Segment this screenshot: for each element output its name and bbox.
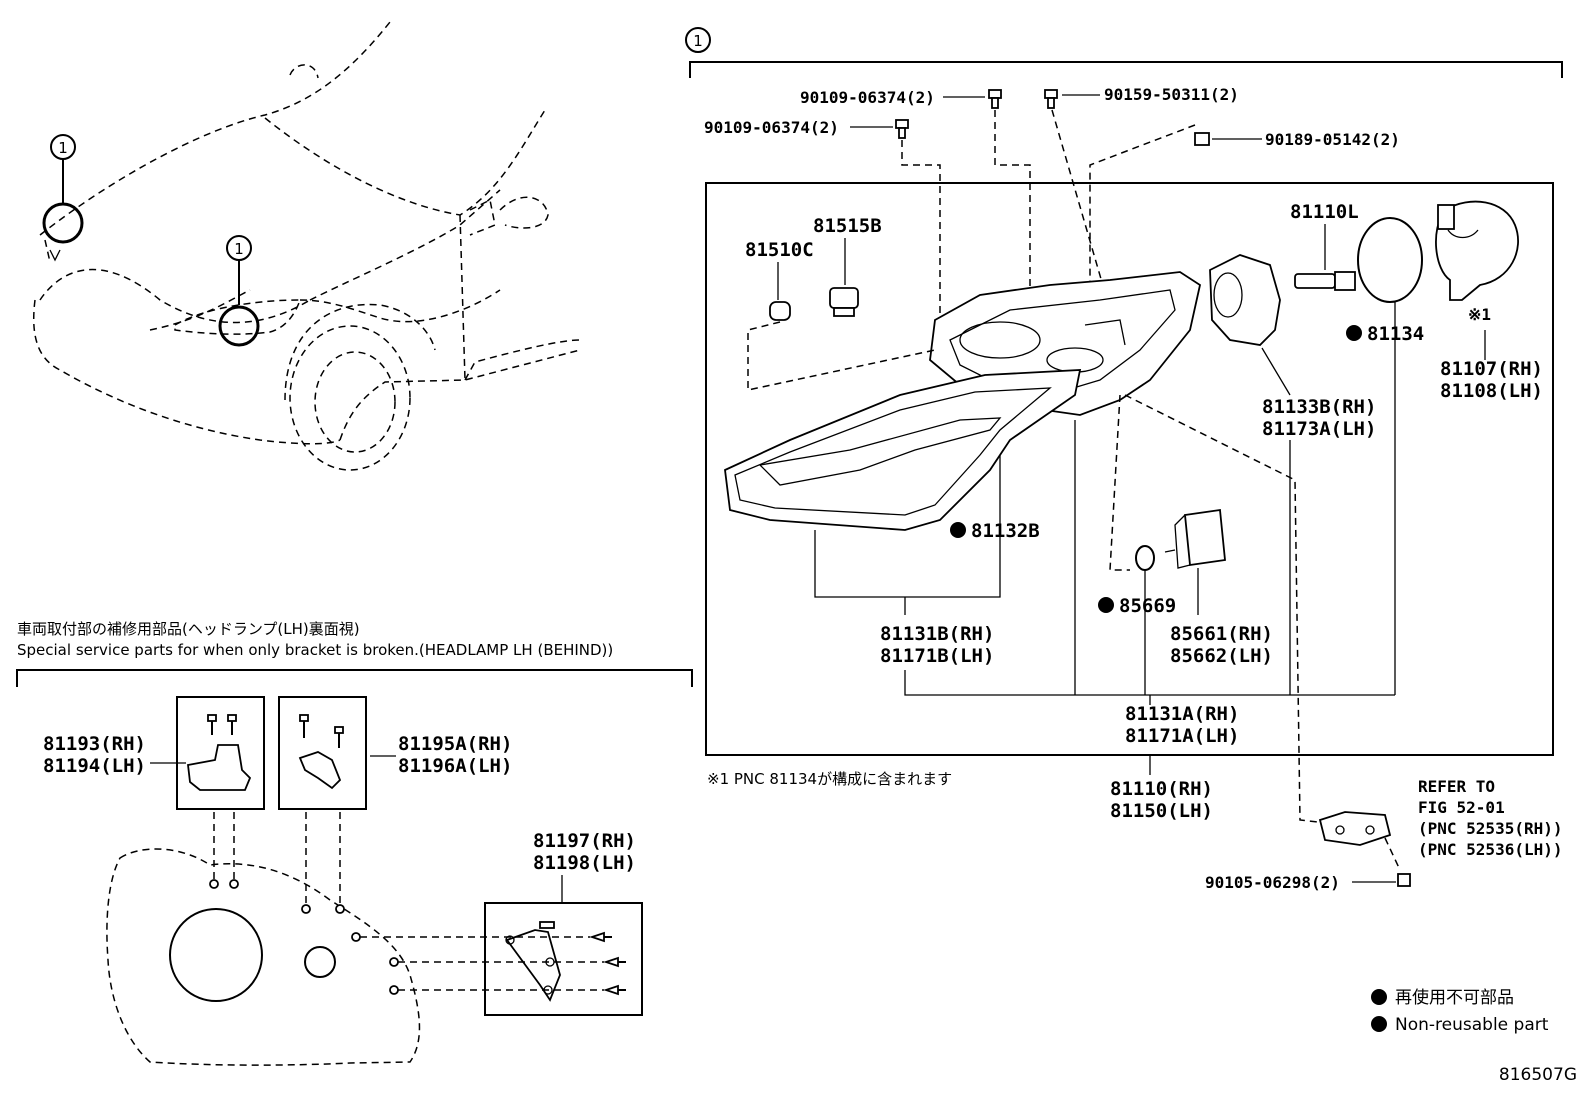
service-parts-section: 車両取付部の補修用部品(ヘッドランプ(LH)裏面視) Special servi…: [16, 620, 693, 1066]
bracket-kit-81197: 81197(RH) 81198(LH): [360, 830, 643, 1016]
refer-line-2: FIG 52-01: [1418, 798, 1505, 817]
part-85661-label: 85661(RH): [1170, 623, 1273, 645]
part-81196A-label: 81196A(LH): [398, 755, 512, 777]
part-81110-label: 81110(RH): [1110, 778, 1213, 800]
legend: 再使用不可部品 Non-reusable part 816507G: [1371, 987, 1577, 1085]
part-81515B-label: 81515B: [813, 215, 882, 237]
refer-line-1: REFER TO: [1418, 777, 1495, 796]
part-85662-label: 85662(LH): [1170, 645, 1273, 667]
part-81197-label: 81197(RH): [533, 830, 636, 852]
part-81150-label: 81150(LH): [1110, 800, 1213, 822]
part-81132B-label: 81132B: [971, 520, 1040, 542]
part-81198-label: 81198(LH): [533, 852, 636, 874]
fastener-b-label: 90109-06374(2): [704, 118, 839, 137]
fastener-screw-a: 90109-06374(2): [800, 88, 1031, 290]
car-callout-2: 1: [234, 240, 244, 258]
car-callouts: 1 1: [42, 134, 260, 347]
bracket-kit-81193: 81193(RH) 81194(LH): [43, 696, 265, 880]
part-81133B-label: 81133B(RH): [1262, 396, 1376, 418]
headlamp-marker-rh: [42, 202, 84, 244]
projector-81133B: 81133B(RH) 81173A(LH): [1209, 254, 1376, 695]
refer-bolt-label: 90105-06298(2): [1205, 873, 1340, 892]
headlamp-back-outline: [106, 848, 421, 1066]
part-81173A-label: 81173A(LH): [1262, 418, 1376, 440]
discharge-bulb-81110L: 81110L: [1290, 201, 1359, 291]
car-callout-1: 1: [58, 139, 68, 157]
part-81107-label: 81107(RH): [1440, 358, 1543, 380]
bracket-kit-81195A: 81195A(RH) 81196A(LH): [278, 696, 512, 905]
part-81171A-label: 81171A(LH): [1125, 725, 1239, 747]
bulb-81510C: 81510C: [745, 239, 936, 391]
part-81195A-label: 81195A(RH): [398, 733, 512, 755]
refer-bracket: 90105-06298(2) REFER TO FIG 52-01 (PNC 5…: [1124, 394, 1563, 892]
fastener-c-label: 90159-50311(2): [1104, 85, 1239, 104]
legend-en: Non-reusable part: [1395, 1015, 1549, 1035]
part-81193-label: 81193(RH): [43, 733, 146, 755]
car-front-sketch: [33, 21, 581, 471]
part-81510C-label: 81510C: [745, 239, 814, 261]
headlamp-marker-lh: [218, 305, 260, 347]
main-assembly-bracket: 1: [685, 27, 1563, 756]
note-pnc-81134: ※1 PNC 81134が構成に含まれます: [707, 770, 952, 788]
part-85669-label: 85669: [1119, 595, 1176, 617]
service-title-en: Special service parts for when only brac…: [17, 641, 613, 659]
fastener-screw-b: 90109-06374(2): [704, 118, 941, 320]
refer-line-3: (PNC 52535(RH)): [1418, 819, 1563, 838]
legend-jp: 再使用不可部品: [1395, 987, 1514, 1008]
part-81134-label: 81134: [1367, 323, 1424, 345]
fastener-nut-d: 90189-05142(2): [1089, 124, 1400, 300]
service-title-jp: 車両取付部の補修用部品(ヘッドランプ(LH)裏面視): [17, 620, 360, 638]
main-callout: 1: [693, 32, 703, 50]
gasket-81132B: 81132B: [814, 455, 1040, 598]
part-81194-label: 81194(LH): [43, 755, 146, 777]
oring-81134: 81134: [1346, 217, 1424, 695]
note-mark: ※1: [1468, 305, 1491, 324]
fastener-d-label: 90189-05142(2): [1265, 130, 1400, 149]
figure-id: 816507G: [1499, 1065, 1577, 1085]
part-81131A-label: 81131A(RH): [1125, 703, 1239, 725]
ballast-85661: 85661(RH) 85662(LH): [1164, 508, 1273, 667]
fastener-a-label: 90109-06374(2): [800, 88, 935, 107]
assembly-box: [705, 182, 1554, 756]
oring-85669: 85669: [1098, 394, 1176, 695]
lens-81131B: 81131B(RH) 81171B(LH): [880, 597, 994, 667]
assembly-81110: 81110(RH) 81150(LH) ※1 PNC 81134が構成に含まれま…: [707, 755, 1213, 822]
part-81110L-label: 81110L: [1290, 201, 1359, 223]
socket-81515B: 81515B: [813, 215, 882, 317]
cover-81107: ※1 81107(RH) 81108(LH): [1435, 200, 1543, 402]
part-81108-label: 81108(LH): [1440, 380, 1543, 402]
refer-line-4: (PNC 52536(LH)): [1418, 840, 1563, 859]
part-81131B-label: 81131B(RH): [880, 623, 994, 645]
housing-81131A: 81131A(RH) 81171A(LH): [904, 420, 1395, 747]
part-81171B-label: 81171B(LH): [880, 645, 994, 667]
fastener-screw-c: 90159-50311(2): [1044, 85, 1239, 311]
headlamp-lens: [724, 369, 1082, 531]
